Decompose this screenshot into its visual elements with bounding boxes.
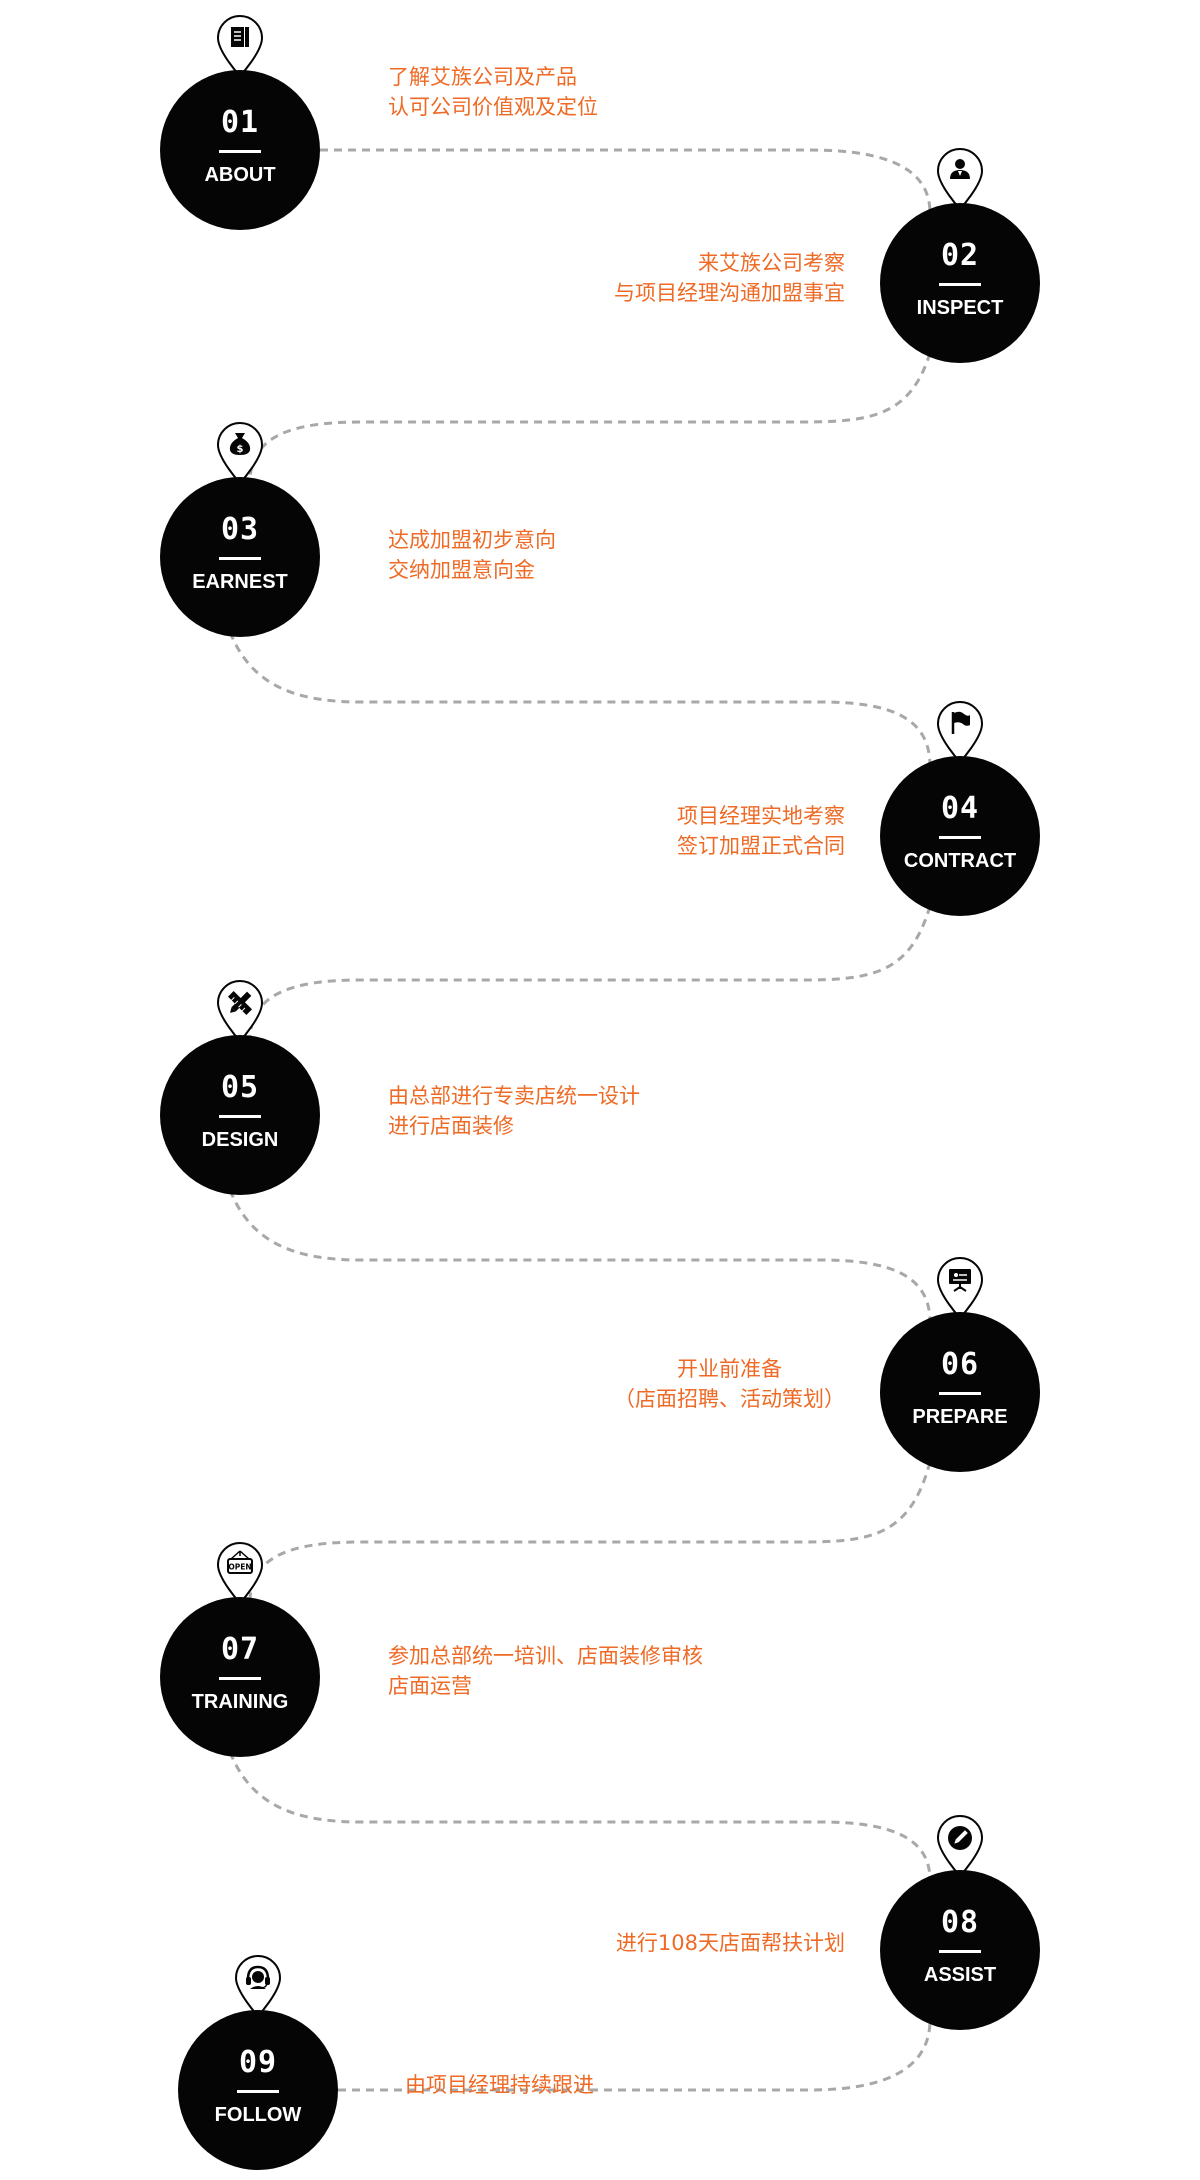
money-bag-icon: $ <box>229 433 251 455</box>
svg-text:$: $ <box>237 444 244 455</box>
description-line: 由总部进行专卖店统一设计 <box>388 1084 640 1108</box>
step-label: CONTRACT <box>903 850 1017 872</box>
step-label: INSPECT <box>916 297 1004 319</box>
step-07-description: 参加总部统一培训、店面装修审核店面运营 <box>388 1641 703 1701</box>
step-09-pin <box>232 1952 284 2018</box>
step-number: 03 <box>220 512 260 547</box>
step-number-underline <box>219 557 261 560</box>
step-01-pin <box>214 12 266 78</box>
step-01-description: 了解艾族公司及产品认可公司价值观及定位 <box>388 62 598 122</box>
description-line: 达成加盟初步意向 <box>388 528 556 552</box>
description-line: 来艾族公司考察 <box>698 251 845 275</box>
description-line: 参加总部统一培训、店面装修审核 <box>388 1644 703 1668</box>
description-line: 由项目经理持续跟进 <box>405 2073 594 2097</box>
step-label: EARNEST <box>192 571 288 593</box>
step-number-underline <box>939 283 981 286</box>
description-line: 进行店面装修 <box>388 1114 514 1138</box>
step-number: 06 <box>940 1347 980 1382</box>
step-05-pin <box>214 977 266 1043</box>
description-line: 店面运营 <box>388 1674 472 1698</box>
step-label: FOLLOW <box>214 2104 302 2126</box>
step-number-underline <box>939 836 981 839</box>
step-number-underline <box>939 1950 981 1953</box>
connector-8-9 <box>338 2019 932 2092</box>
description-line: （店面招聘、活动策划） <box>614 1387 845 1411</box>
step-number: 04 <box>940 791 980 826</box>
step-label: PREPARE <box>912 1406 1008 1428</box>
step-number: 09 <box>238 2045 278 2080</box>
description-line: 与项目经理沟通加盟事宜 <box>614 281 845 305</box>
step-label: ASSIST <box>923 1964 997 1986</box>
step-number: 07 <box>220 1632 260 1667</box>
step-label: DESIGN <box>201 1129 279 1151</box>
step-number: 05 <box>220 1070 260 1105</box>
description-line: 认可公司价值观及定位 <box>388 95 598 119</box>
step-04-description: 项目经理实地考察签订加盟正式合同 <box>677 801 845 861</box>
description-line: 项目经理实地考察 <box>677 804 845 828</box>
connector-6-7 <box>248 1461 932 1603</box>
connector-5-6 <box>228 1189 932 1323</box>
flag-icon <box>951 711 970 734</box>
headset-icon <box>246 1965 270 1989</box>
pencil-ruler-icon <box>227 990 253 1016</box>
pencil-icon <box>948 1826 972 1850</box>
presentation-board-icon <box>949 1269 971 1292</box>
connector-2-3 <box>248 352 932 483</box>
step-number-underline <box>219 1115 261 1118</box>
step-label: TRAINING <box>191 1691 289 1713</box>
step-number-underline <box>237 2090 279 2093</box>
open-sign-text: OPEN <box>228 1563 251 1572</box>
connector-4-5 <box>248 905 932 1041</box>
step-03-description: 达成加盟初步意向交纳加盟意向金 <box>388 525 556 585</box>
step-07-pin: OPEN <box>214 1539 266 1605</box>
step-02-pin <box>934 145 986 211</box>
person-icon <box>950 159 970 179</box>
step-09-description: 由项目经理持续跟进 <box>405 2070 594 2100</box>
step-08-pin <box>934 1812 986 1878</box>
book-icon <box>231 27 249 47</box>
connector-3-4 <box>228 631 932 767</box>
step-number: 02 <box>940 238 980 273</box>
description-line: 进行108天店面帮扶计划 <box>615 1931 845 1955</box>
step-number-underline <box>939 1392 981 1395</box>
step-05-description: 由总部进行专卖店统一设计进行店面装修 <box>388 1081 640 1141</box>
description-line: 开业前准备 <box>677 1357 782 1381</box>
step-03-pin: $ <box>214 419 266 485</box>
step-06-pin <box>934 1254 986 1320</box>
step-08-description: 进行108天店面帮扶计划 <box>616 1928 845 1958</box>
connector-7-8 <box>228 1751 932 1881</box>
step-number-underline <box>219 150 261 153</box>
step-label: ABOUT <box>204 164 276 186</box>
step-06-description: 开业前准备 （店面招聘、活动策划） <box>614 1354 845 1414</box>
step-number: 01 <box>220 105 260 140</box>
step-number: 08 <box>940 1905 980 1940</box>
connector-1-2 <box>320 148 932 214</box>
description-line: 了解艾族公司及产品 <box>388 65 577 89</box>
description-line: 签订加盟正式合同 <box>677 834 845 858</box>
description-line: 交纳加盟意向金 <box>388 558 535 582</box>
step-number-underline <box>219 1677 261 1680</box>
step-02-description: 来艾族公司考察与项目经理沟通加盟事宜 <box>614 248 845 308</box>
step-04-pin <box>934 698 986 764</box>
open-sign-icon: OPEN <box>227 1550 253 1574</box>
